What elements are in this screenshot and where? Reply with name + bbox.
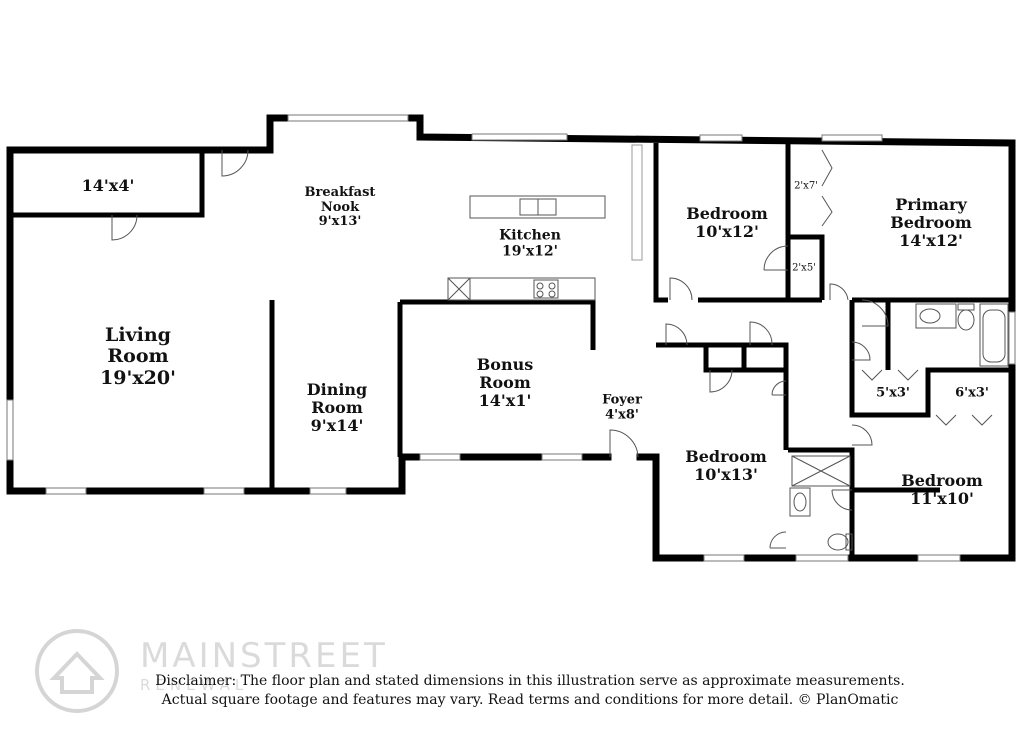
- dining-room-dims: 9'x14': [310, 415, 364, 435]
- doors: [111, 149, 993, 549]
- disclaimer-line-1: Disclaimer: The floor plan and stated di…: [155, 673, 905, 689]
- kitchen-name: Kitchen: [499, 227, 561, 244]
- kitchen-label: Kitchen 19'x12': [499, 228, 561, 259]
- closet-2x5-dims: 2'x5': [792, 262, 816, 274]
- bedroom-top-dims: 10'x12': [695, 222, 759, 241]
- closet-top-dims: 14'x4': [81, 176, 135, 196]
- bathtub: [979, 303, 1009, 367]
- closet-6x3-label: 6'x3': [955, 385, 989, 402]
- fridge: [447, 277, 471, 301]
- vanity: [915, 303, 957, 329]
- living-room-label: Living Room 19'x20': [100, 324, 176, 389]
- primary-bedroom-name-1: Primary: [895, 195, 967, 215]
- closet-2x7-dims: 2'x7': [794, 180, 818, 192]
- bedroom-right-name: Bedroom: [901, 471, 983, 491]
- foyer-name: Foyer: [602, 392, 642, 408]
- disclaimer-line-2: Actual square footage and features may v…: [161, 691, 899, 708]
- living-room-dims: 19'x20': [100, 366, 176, 389]
- primary-bedroom-dims: 14'x12': [899, 230, 963, 250]
- bedroom-mid-dims: 10'x13': [694, 465, 758, 484]
- bedroom-mid-name: Bedroom: [685, 447, 767, 467]
- dining-room-name-1: Dining: [306, 380, 368, 400]
- shower: [791, 455, 851, 487]
- mainstreet-logo-icon: [35, 629, 119, 713]
- breakfast-nook-name-1: Breakfast: [304, 185, 376, 201]
- bonus-room-name-1: Bonus: [476, 355, 534, 375]
- breakfast-nook-dims: 9'x13': [318, 214, 362, 230]
- living-room-name-1: Living: [105, 324, 171, 347]
- bath-sink: [789, 487, 811, 517]
- toilet: [957, 309, 975, 331]
- closet-6x3-dims: 6'x3': [955, 385, 989, 401]
- breakfast-nook-label: Breakfast Nook 9'x13': [305, 186, 376, 230]
- closet-5x3-dims: 5'x3': [876, 385, 910, 401]
- fixtures: [447, 195, 1009, 551]
- bath-toilet: [827, 533, 849, 551]
- closet-5x3-label: 5'x3': [876, 385, 910, 402]
- bonus-room-dims: 14'x1': [478, 390, 532, 410]
- foyer-dims: 4'x8': [605, 407, 639, 422]
- living-room-name-2: Room: [107, 345, 169, 368]
- bedroom-top-name: Bedroom: [686, 204, 768, 224]
- kitchen-dims: 19'x12': [502, 243, 558, 259]
- interior-walls: [10, 143, 1012, 558]
- bonus-room-name-2: Room: [479, 373, 531, 393]
- closet-2x7-label: 2'x7': [794, 180, 818, 191]
- kitchen-island: [469, 195, 606, 219]
- bedroom-mid-label: Bedroom 10'x13': [685, 448, 767, 484]
- kitchen-partition: [631, 144, 643, 261]
- closet-top-label: 14'x4': [82, 177, 135, 195]
- watermark-sub: RENEWAL: [140, 676, 249, 694]
- windows: [6, 114, 1016, 562]
- disclaimer: Disclaimer: The floor plan and stated di…: [120, 672, 940, 710]
- dining-room-label: Dining Room 9'x14': [307, 381, 367, 435]
- foyer-label: Foyer 4'x8': [602, 393, 642, 422]
- bedroom-top-label: Bedroom 10'x12': [686, 205, 768, 241]
- watermark-brand: MAINSTREET: [140, 636, 388, 676]
- bedroom-right-dims: 11'x10': [910, 489, 974, 508]
- stove: [533, 279, 559, 299]
- closet-2x5-label: 2'x5': [792, 262, 816, 273]
- primary-bedroom-name-2: Bedroom: [890, 213, 972, 233]
- breakfast-nook-name-2: Nook: [320, 199, 360, 215]
- dining-room-name-2: Room: [311, 398, 363, 418]
- primary-bedroom-label: Primary Bedroom 14'x12': [890, 196, 972, 250]
- bedroom-right-label: Bedroom 11'x10': [901, 472, 983, 508]
- bonus-room-label: Bonus Room 14'x1': [477, 356, 533, 410]
